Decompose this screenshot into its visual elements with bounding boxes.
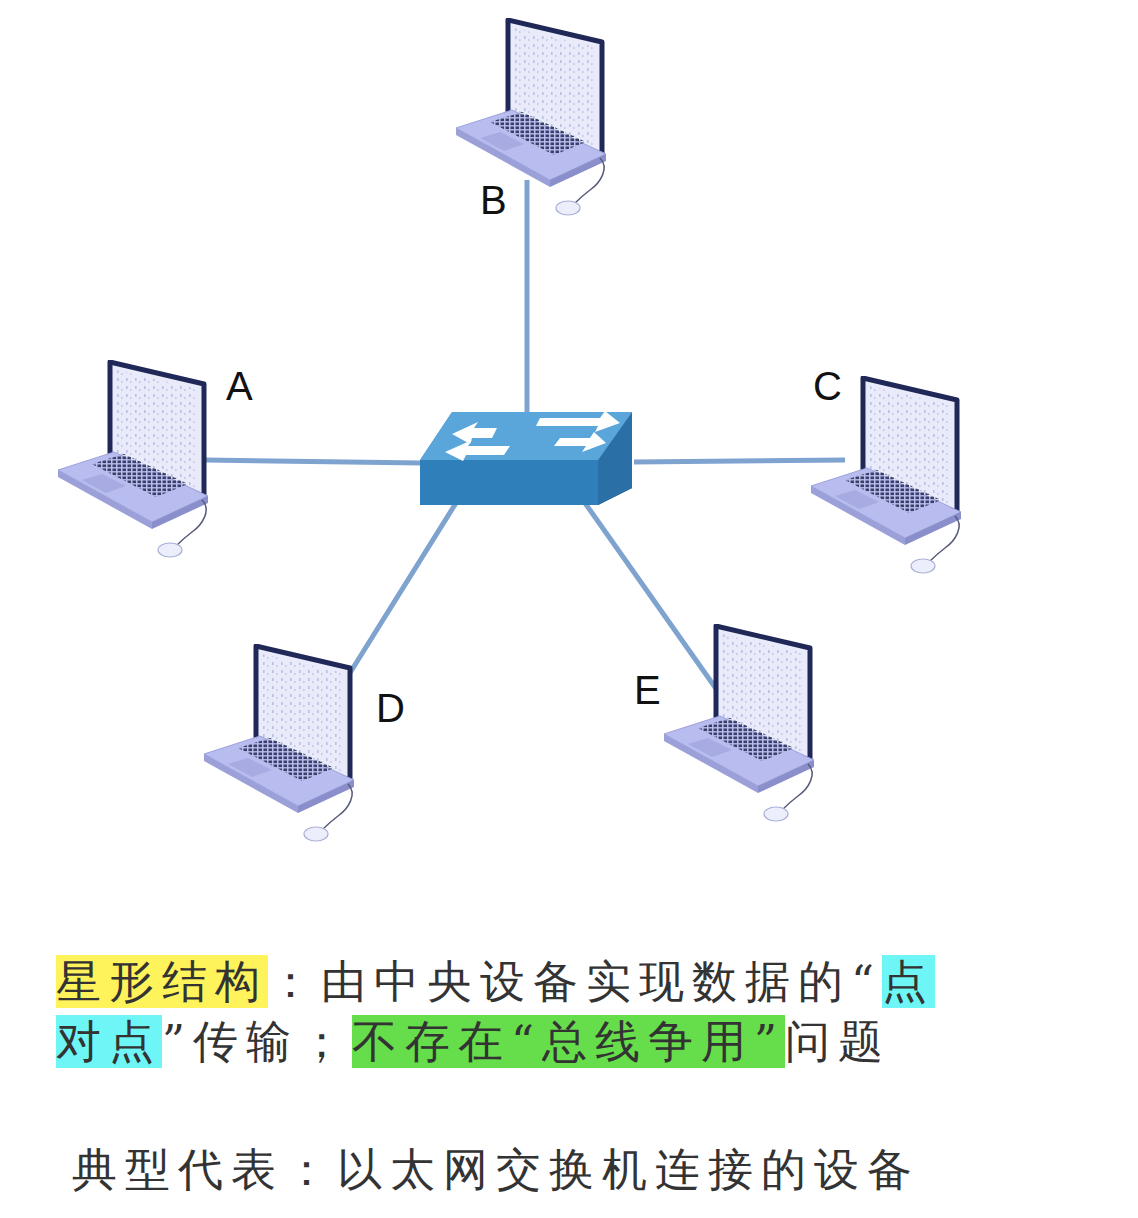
laptop-icon xyxy=(811,378,961,573)
laptop-icon xyxy=(664,626,814,821)
computer-node: B xyxy=(480,180,511,224)
computer-node: D xyxy=(376,688,409,732)
computer-node: E xyxy=(634,670,665,714)
computer-node: C xyxy=(813,366,846,410)
computer-label: D xyxy=(376,688,409,728)
computer-label: C xyxy=(813,366,846,406)
laptop-icon xyxy=(58,362,208,557)
computer-label: A xyxy=(226,366,257,406)
computer-label: E xyxy=(634,670,665,710)
term-highlight: 不存在“总线争用” xyxy=(352,1015,785,1068)
computer-node: A xyxy=(226,366,257,410)
computer-label: B xyxy=(480,180,511,220)
note-paragraph: 典型代表：以太网交换机连接的设备 xyxy=(72,1140,1072,1200)
laptop-icon xyxy=(456,20,606,215)
description-text: ：由中央设备实现数据的“ xyxy=(268,955,882,1008)
example-text: 典型代表：以太网交换机连接的设备 xyxy=(72,1143,920,1196)
cable xyxy=(205,180,845,692)
laptop-icon xyxy=(204,646,354,841)
note-paragraph: 星形结构：由中央设备实现数据的“点对点”传输；不存在“总线争用”问题 xyxy=(56,952,986,1072)
description-text: 问题 xyxy=(785,1015,891,1068)
description-text: ”传输； xyxy=(162,1015,352,1068)
switch-icon xyxy=(420,411,632,505)
term-highlight: 星形结构 xyxy=(56,955,268,1008)
